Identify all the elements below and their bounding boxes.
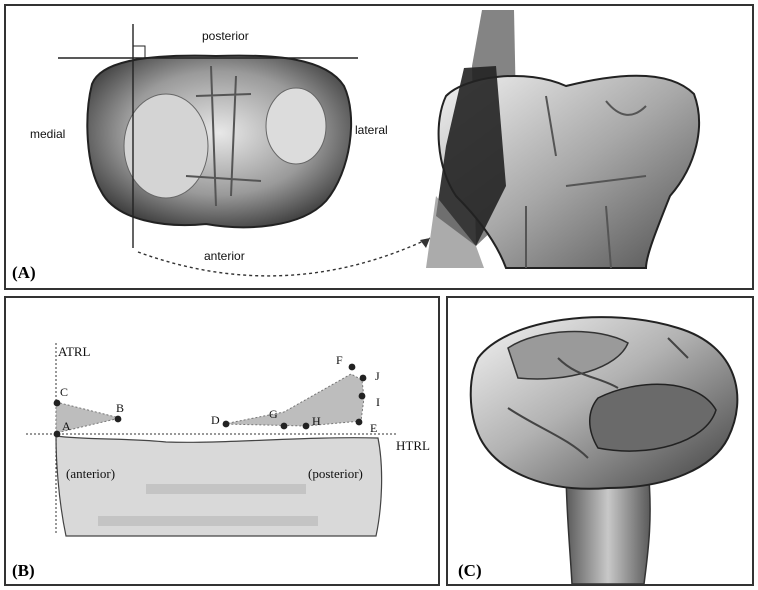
point-c bbox=[54, 400, 61, 407]
transition-arrow bbox=[138, 238, 430, 276]
point-e bbox=[356, 419, 363, 426]
panel-c-figure: (C) bbox=[448, 298, 752, 584]
panel-b: A B C D E F G H I J ATRL HTRL (anterior)… bbox=[4, 296, 440, 586]
point-label-e: E bbox=[370, 421, 377, 435]
point-f bbox=[349, 364, 356, 371]
point-label-d: D bbox=[211, 413, 220, 427]
arrow-head-icon bbox=[420, 238, 430, 248]
label-lateral: lateral bbox=[355, 123, 388, 137]
point-label-j: J bbox=[375, 369, 380, 383]
panel-a: posterior medial lateral anterior (A) bbox=[4, 4, 754, 290]
point-d bbox=[223, 421, 230, 428]
point-label-c: C bbox=[60, 385, 68, 399]
point-label-f: F bbox=[336, 353, 343, 367]
right-angle-marker bbox=[133, 46, 145, 58]
point-g bbox=[281, 423, 288, 430]
label-medial: medial bbox=[30, 127, 65, 141]
region-label-posterior: (posterior) bbox=[308, 466, 363, 481]
panel-c: (C) bbox=[446, 296, 754, 586]
axis-label-atrl: ATRL bbox=[58, 344, 91, 359]
label-anterior: anterior bbox=[204, 249, 245, 263]
point-h bbox=[303, 423, 310, 430]
region-label-anterior: (anterior) bbox=[66, 466, 115, 481]
panel-a-letter: (A) bbox=[12, 263, 36, 282]
point-label-a: A bbox=[62, 419, 71, 433]
panel-c-letter: (C) bbox=[458, 561, 482, 580]
point-label-i: I bbox=[376, 395, 380, 409]
label-posterior: posterior bbox=[202, 29, 249, 43]
point-i bbox=[359, 393, 366, 400]
panel-a-figure: posterior medial lateral anterior (A) bbox=[6, 6, 752, 288]
point-label-b: B bbox=[116, 401, 124, 415]
panel-b-letter: (B) bbox=[12, 561, 35, 580]
point-label-h: H bbox=[312, 414, 321, 428]
point-b bbox=[115, 416, 122, 423]
point-j bbox=[360, 375, 367, 382]
lateral-condyle-area bbox=[266, 88, 326, 164]
point-a bbox=[54, 431, 61, 438]
point-label-g: G bbox=[269, 407, 278, 421]
posterior-region bbox=[224, 374, 364, 426]
axis-label-htrl: HTRL bbox=[396, 438, 430, 453]
panel-b-figure: A B C D E F G H I J ATRL HTRL (anterior)… bbox=[6, 298, 438, 584]
medial-condyle-area bbox=[124, 94, 208, 198]
